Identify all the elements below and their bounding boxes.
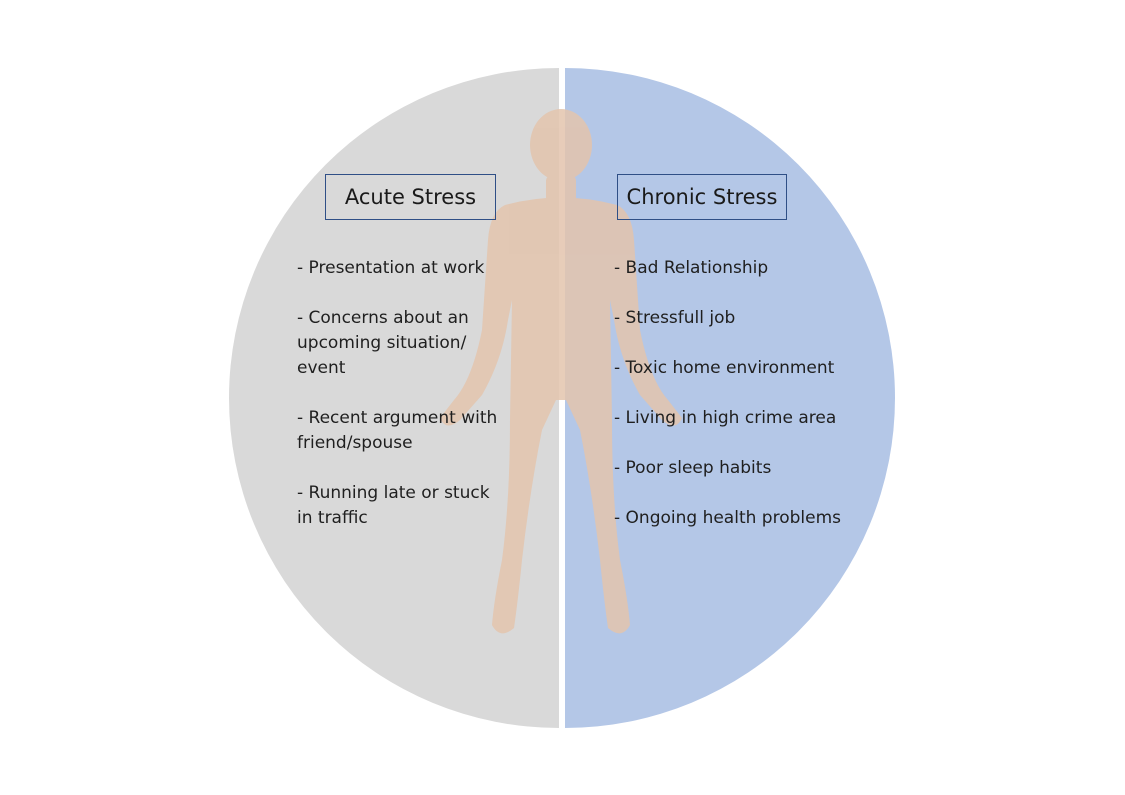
acute-half-circle <box>229 68 559 728</box>
list-item: - Bad Relationship <box>614 258 769 278</box>
list-item: - Running late or stuck in traffic <box>297 483 490 528</box>
list-item: - Recent argument with friend/spouse <box>297 408 498 453</box>
human-body-silhouette-icon <box>440 109 682 634</box>
acute-stress-title: Acute Stress <box>325 174 496 220</box>
list-item: - Stressfull job <box>614 308 736 328</box>
chronic-stress-list: - Bad Relationship - Stressfull job - To… <box>614 256 854 556</box>
list-item: - Presentation at work <box>297 258 485 278</box>
chronic-half-circle <box>565 68 895 728</box>
list-item: - Concerns about an upcoming situation/ … <box>297 308 469 378</box>
list-item: - Toxic home environment <box>614 358 835 378</box>
list-item: - Ongoing health problems <box>614 508 841 528</box>
list-item: - Living in high crime area <box>614 408 837 428</box>
acute-stress-list: - Presentation at work - Concerns about … <box>297 256 507 556</box>
chronic-stress-title: Chronic Stress <box>617 174 787 220</box>
list-item: - Poor sleep habits <box>614 458 772 478</box>
